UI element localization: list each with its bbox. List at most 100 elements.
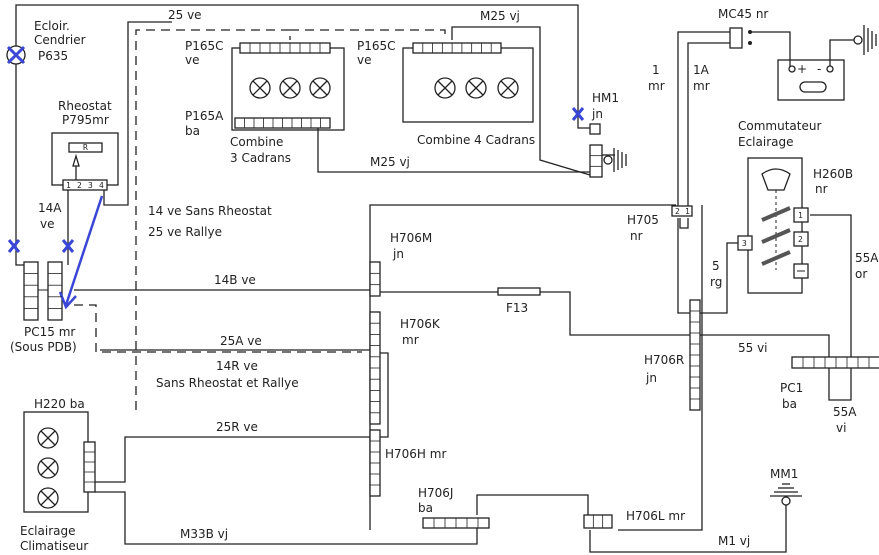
combine3-line1: Combine [230, 135, 283, 149]
h705-connector [671, 205, 693, 217]
wire-1-color: mr [648, 79, 665, 93]
h706j-color: ba [418, 501, 433, 515]
battery-icon: + - [777, 59, 845, 101]
lamp-icon [279, 77, 301, 99]
wire-1a-color: mr [693, 79, 710, 93]
wire-1a-num: 1A [693, 63, 710, 77]
rheostat-ref: P795mr [62, 113, 109, 127]
svg-text:3: 3 [88, 181, 93, 190]
wire-55a-or-num: 55A [855, 251, 879, 265]
combine3-line2: 3 Cadrans [230, 151, 291, 165]
lamp-icon [37, 487, 59, 509]
svg-text:R: R [83, 143, 88, 152]
lamp-icon [497, 77, 519, 99]
light-switch: 3 1 2 [737, 157, 809, 294]
combine-3-cadrans [231, 42, 345, 131]
lamp-icon [309, 77, 331, 99]
svg-text:2: 2 [798, 235, 803, 244]
combine-4-cadrans [402, 42, 534, 123]
wire-14a-color: ve [40, 217, 54, 231]
lamp-icon [37, 427, 59, 449]
rheostat-label: Rheostat [58, 99, 112, 113]
wire-25r-ve [95, 436, 370, 483]
wire-14r-dashed [74, 304, 362, 353]
pc15-connector [23, 261, 63, 321]
wire-dashed-frame [135, 29, 291, 410]
removed-mark-icon [6, 45, 26, 65]
svg-text:2: 2 [77, 181, 82, 190]
wire-25r-label: 25R ve [216, 420, 258, 434]
h260b-ref: H260B [813, 167, 853, 181]
wire-h706k-loop [378, 352, 389, 438]
wire-5-num: 5 [712, 259, 720, 273]
h706r-color: jn [645, 371, 657, 385]
commutateur-line2: Eclairage [738, 135, 794, 149]
wire-55a-or-color: or [855, 267, 867, 281]
rheostat-wiper-icon [72, 153, 80, 167]
wire-5-color: rg [710, 275, 722, 289]
h706h-label: H706H mr [385, 447, 446, 461]
svg-text:2: 2 [675, 207, 680, 216]
h706m-connector [369, 261, 381, 297]
pc15-line2: (Sous PDB) [10, 340, 77, 354]
ground-icon [770, 483, 802, 506]
wire-55a-vi-color: vi [836, 421, 846, 435]
lamp-icon [37, 457, 59, 479]
lamp-icon [434, 77, 456, 99]
lamp-icon [249, 77, 271, 99]
wire-5rg [700, 242, 738, 314]
p165a-ref: P165A [185, 109, 224, 123]
hm1-color: jn [591, 107, 603, 121]
mc45-label: MC45 nr [718, 7, 768, 21]
wire-rheo-up [103, 21, 172, 206]
h220-label: H220 ba [34, 397, 85, 411]
ground-icon [613, 148, 627, 172]
wire-f13 [370, 291, 690, 336]
p165c-left-ref: P165C [185, 39, 224, 53]
wire-m1-vj [589, 505, 787, 553]
wire-dashed-top-right [290, 29, 446, 40]
h706k-ref: H706K [400, 317, 441, 331]
p165c-right-color: ve [357, 53, 371, 67]
svg-text:3: 3 [742, 239, 747, 248]
ecl-cendrier-line2: Cendrier [34, 33, 86, 47]
wire-55a-vi [828, 368, 852, 401]
removed-mark-icon [571, 107, 585, 121]
p165a-color: ba [185, 124, 200, 138]
h706m-color: jn [392, 247, 404, 261]
eclairage-clim-line1: Eclairage [20, 524, 76, 538]
switch-knob-icon [761, 168, 791, 191]
lamp-icon [465, 77, 487, 99]
wire-55a-or [810, 214, 852, 358]
svg-text:1: 1 [798, 211, 803, 220]
mm1-label: MM1 [770, 467, 798, 481]
svg-text:1: 1 [685, 207, 690, 216]
wire-55a-vi-num: 55A [833, 405, 857, 419]
h260b-pin-3 [737, 235, 753, 251]
wire-14r-line1: 14R ve [216, 359, 258, 373]
svg-text:-: - [817, 62, 821, 76]
h260b-pin-1 [793, 207, 809, 223]
h260b-color: nr [815, 182, 828, 196]
wire-m25vj-top [451, 26, 591, 176]
wire-m25vj-mid [317, 122, 592, 173]
p165c-left-color: ve [185, 53, 199, 67]
removed-mark-icon [7, 239, 21, 253]
wire-left-down [15, 70, 24, 266]
fuse-f13 [497, 287, 541, 296]
wire-14r-line2: Sans Rheostat et Rallye [156, 376, 299, 390]
combine4-label: Combine 4 Cadrans [417, 133, 535, 147]
h706r-ref: H706R [644, 353, 684, 367]
hm1-connector [589, 123, 627, 178]
svg-text:+: + [797, 62, 807, 76]
pc15-line1: PC15 mr [24, 325, 75, 339]
wire-14a-num: 14A [38, 201, 62, 215]
ecl-cendrier-ref: P635 [38, 49, 68, 63]
h705-ref: H705 [627, 213, 659, 227]
p165c-right-ref: P165C [357, 39, 396, 53]
p165c-left-connector [239, 42, 331, 54]
hm1-ref: HM1 [592, 91, 619, 105]
wire-1-num: 1 [652, 63, 660, 77]
